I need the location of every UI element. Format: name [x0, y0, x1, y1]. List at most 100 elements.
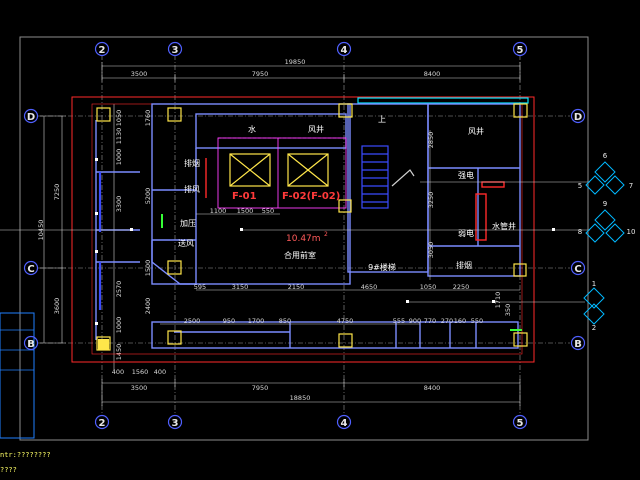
grid-col-2-top: 2: [99, 45, 106, 56]
dim-low-2: 950: [223, 317, 235, 325]
status-line-1: ntr:????????: [0, 451, 51, 459]
dim-low-6: 555: [393, 317, 405, 325]
dim-left-inner-7: 1450: [115, 344, 123, 361]
dim-low-11: 550: [471, 317, 483, 325]
dim-mid-2: 1500: [237, 207, 254, 215]
stair: [361, 145, 415, 209]
dim-mid-1: 1100: [210, 207, 227, 215]
callout-top-a: 6: [603, 152, 608, 160]
grid-row-d-right: D: [574, 112, 582, 123]
dim-right-4: 1710: [494, 292, 502, 309]
dim-left-inner-3: 1000: [115, 149, 123, 166]
elevator-shafts: [217, 137, 347, 209]
dim-left-small-3: 2400: [144, 298, 152, 315]
dim-left-small-4: 1760: [144, 110, 152, 127]
dim-left-inner-6: 1000: [115, 317, 123, 334]
dim-mid-5: 3150: [232, 283, 249, 291]
dim-low-4: 850: [279, 317, 291, 325]
columns: [96, 103, 528, 351]
callout-mid-c: 10: [627, 228, 636, 236]
dim-top-seg-2: 7950: [252, 70, 269, 78]
grid-row-b-right: B: [574, 339, 582, 350]
dim-left-small-1: 5200: [144, 188, 152, 205]
dim-right-3: 3050: [427, 242, 435, 259]
dim-bottom-small-2: 1560: [132, 368, 149, 376]
dim-right-2: 3250: [427, 192, 435, 209]
dim-low-10: 160: [454, 317, 466, 325]
dim-top-seg-1: 3500: [131, 70, 148, 78]
dim-left-inner-1: 1050: [115, 110, 123, 127]
label-air-shaft-1: 风井: [308, 124, 324, 134]
callout-mid-b: 8: [578, 228, 582, 236]
drawing-frame: [19, 36, 589, 441]
callout-top-b: 5: [578, 182, 582, 190]
label-elevator-f01: F-01: [232, 191, 257, 202]
dim-low-5: 4750: [337, 317, 354, 325]
grid-bubbles: [23, 41, 586, 430]
dim-mid-8: 1050: [420, 283, 437, 291]
dim-low-9: 270: [441, 317, 453, 325]
dim-mid-9: 2250: [453, 283, 470, 291]
dim-right-5: 350: [504, 304, 512, 316]
label-smoke-proof: 加压: [180, 218, 196, 228]
callout-leaders: [0, 181, 590, 303]
red-equipment: [205, 158, 505, 241]
fixture-marks: [95, 158, 555, 325]
status-line-2: ????: [0, 466, 17, 474]
callout-cluster-low: [583, 287, 605, 325]
grid-col-3-bottom: 3: [172, 418, 179, 429]
column-fill: [98, 339, 109, 350]
label-weak-electric: 弱电: [458, 228, 474, 238]
grid-col-5-top: 5: [517, 45, 524, 56]
dim-right-1: 2850: [427, 132, 435, 149]
walls: [95, 103, 521, 349]
label-strong-electric: 强电: [458, 170, 474, 180]
dim-mid-7: 4650: [361, 283, 378, 291]
label-stair: 9#楼梯: [368, 262, 396, 272]
dim-bottom-total: 18850: [290, 394, 311, 402]
callout-cluster-top: [585, 161, 625, 195]
grid-row-c-left: C: [27, 264, 34, 275]
callout-top-c: 7: [629, 182, 633, 190]
dim-left-inner-4: 3300: [115, 196, 123, 213]
grid-col-4-top: 4: [341, 45, 348, 56]
label-area: 10.47m: [286, 234, 321, 244]
dim-left-small-2: 1500: [144, 260, 152, 277]
label-up: 上: [378, 115, 386, 124]
dim-bottom-seg-2: 7950: [252, 384, 269, 392]
dim-bottom-small-1: 400: [112, 368, 124, 376]
label-water: 水: [248, 124, 256, 134]
grid-row-c-right: C: [574, 264, 581, 275]
label-area-sup: 2: [324, 231, 328, 238]
top-dimensions: [101, 62, 521, 82]
dim-top-total: 19850: [285, 58, 306, 66]
dim-bottom-seg-1: 3500: [131, 384, 148, 392]
label-exhaust-smoke: 排烟: [184, 158, 200, 168]
callout-low-b: 2: [592, 324, 596, 332]
grid-row-d-left: D: [27, 112, 35, 123]
cyan-strip: [357, 97, 529, 104]
grid-col-2-bottom: 2: [99, 418, 106, 429]
grid-col-3-top: 3: [172, 45, 179, 56]
dim-bottom-seg-3: 8400: [424, 384, 441, 392]
elevator-car-f02: [287, 153, 329, 187]
green-accents: [161, 214, 522, 331]
dim-top-seg-3: 8400: [424, 70, 441, 78]
dim-mid-3: 550: [262, 207, 274, 215]
grid-col-4-bottom: 4: [341, 418, 348, 429]
dim-left-inner-2: 1130: [115, 128, 123, 145]
dim-low-1: 2500: [184, 317, 201, 325]
callout-low-a: 1: [592, 280, 596, 288]
label-elevator-f02: F-02(F-02): [282, 191, 340, 202]
dim-left-outer-3: 3600: [53, 298, 61, 315]
callout-mid-a: 9: [603, 200, 607, 208]
label-air-shaft-2: 风井: [468, 126, 484, 136]
label-exhaust-air: 排风: [184, 184, 200, 194]
callout-cluster-mid: [585, 209, 625, 243]
dim-bottom-small-3: 400: [154, 368, 166, 376]
grid-col-5-bottom: 5: [517, 418, 524, 429]
label-water-pipe-shaft: 水管井: [492, 221, 516, 231]
dim-left-outer-1: 7250: [53, 184, 61, 201]
dim-low-3: 1700: [248, 317, 265, 325]
